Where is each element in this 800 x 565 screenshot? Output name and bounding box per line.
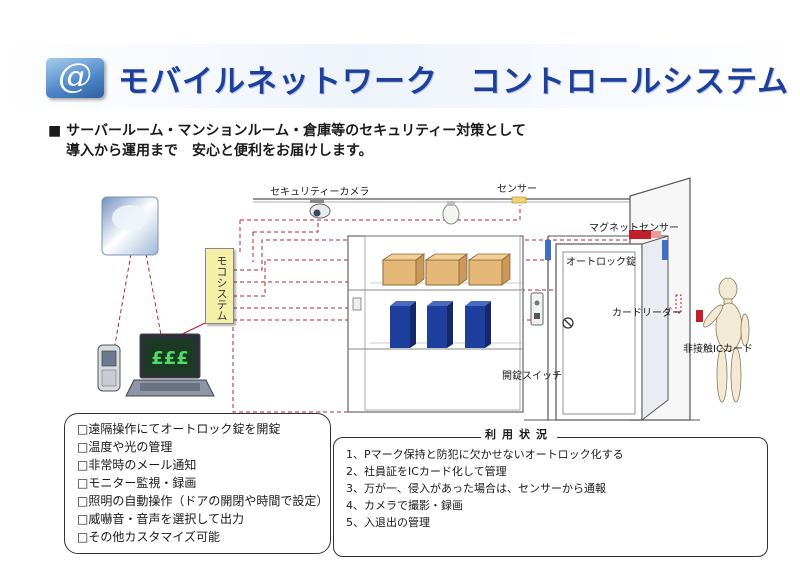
mobile-phone-icon [97, 344, 121, 392]
usage-item: 2、社員証をICカード化して管理 [346, 465, 507, 478]
title-banner [0, 44, 800, 108]
feature-item: □非常時のメール通知 [77, 458, 197, 472]
link-phone [113, 253, 132, 351]
usage-item: 5、入退出の管理 [346, 516, 430, 529]
link-laptop [145, 253, 163, 341]
security-camera-icon [309, 199, 331, 219]
usage-title: 利用状況 [481, 426, 557, 442]
laptop-icon: £££ [125, 333, 215, 397]
label-auto-lock: オートロック錠 [566, 257, 636, 268]
feature-item: □モニター監視・録画 [77, 476, 197, 490]
at-logo-icon: @ [46, 56, 104, 98]
label-magnet-sensor: マグネットセンサー [589, 223, 679, 234]
intro-line-1: ■ サーバールーム・マンションルーム・倉庫等のセキュリティー対策として [48, 123, 526, 139]
moco-system-unit: モコシステム [205, 248, 234, 324]
unlock-switch-icon [530, 292, 544, 326]
label-security-camera: セキュリティーカメラ [270, 187, 370, 198]
label-card-reader: カードリーダー [612, 308, 682, 319]
usage-item: 3、万が一、侵入があった場合は、センサーから通報 [346, 482, 606, 495]
usage-box: 1、Pマーク保持と防犯に欠かせないオートロック化する 2、社員証をICカード化し… [333, 437, 768, 557]
feature-item: □温度や光の管理 [77, 440, 173, 454]
bullet-square: ■ [48, 123, 62, 139]
label-unlock-switch: 開錠スイッチ [502, 371, 562, 382]
person-icon [703, 277, 750, 403]
cardboard-boxes-icon [381, 253, 512, 286]
feature-item: □照明の自動操作（ドアの開閉や時間で設定） [77, 494, 329, 508]
svg-text:£££: £££ [151, 348, 189, 369]
label-ic-card: 非接触ICカード [683, 344, 753, 355]
usage-item: 4、カメラで撮影・録画 [346, 499, 463, 512]
intro-line-2: 導入から運用まで 安心と便利をお届けします。 [66, 143, 373, 159]
features-box: □遠隔操作にてオートロック錠を開錠 □温度や光の管理 □非常時のメール通知 □モ… [64, 413, 331, 554]
magnet-sensor-icon [629, 230, 651, 239]
ic-card-icon [696, 310, 703, 322]
feature-item: □威嚇音・音声を選択して出力 [77, 512, 244, 526]
usage-item: 1、Pマーク保持と防犯に欠かせないオートロック化する [346, 448, 624, 461]
door-icon [555, 235, 669, 422]
hand-card-icon [101, 196, 159, 256]
page-title: モバイルネットワーク コントロールシステム [118, 64, 790, 100]
label-sensor: センサー [497, 184, 537, 195]
feature-item: □その他カスタマイズ可能 [77, 530, 220, 544]
server-racks-icon [390, 301, 491, 348]
feature-item: □遠隔操作にてオートロック錠を開錠 [77, 422, 281, 436]
